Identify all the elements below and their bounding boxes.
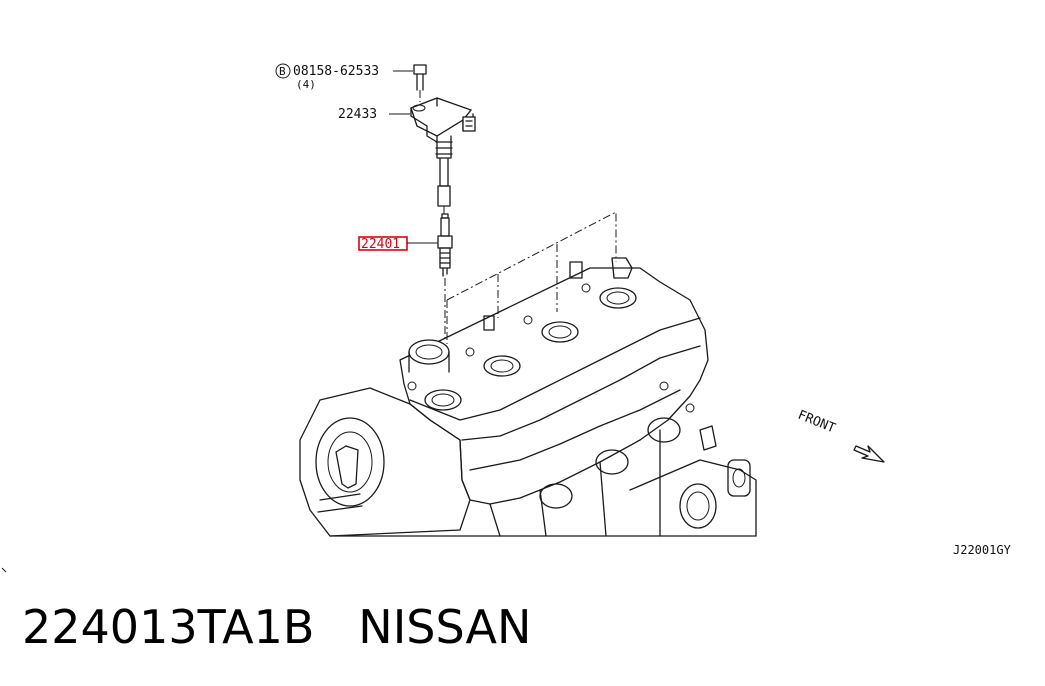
ignition-coil-drawing [410,97,476,214]
diagram-code: J22001GY [953,543,1011,557]
corner-mark [1,567,7,573]
front-arrow-icon [853,445,885,463]
bolt-quantity: (4) [296,78,316,91]
brand-name: NISSAN [358,600,532,654]
part-number: 224013TA1B [22,600,315,654]
coil-part-number: 22433 [338,107,377,122]
exploded-parts-diagram: B 08158-62533 (4) 22433 22401 [1,63,885,573]
bolt-callout: B 08158-62533 (4) [275,63,413,91]
bolt-drawing [413,64,427,102]
front-direction-indicator: FRONT [796,408,885,463]
spark-plug-part-number[interactable]: 22401 [361,237,400,252]
coil-callout: 22433 [338,107,410,122]
spark-plug-drawing [437,213,453,338]
bolt-prefix-circle [275,63,291,79]
engine-head-drawing [299,257,757,537]
bolt-part-number: 08158-62533 [293,64,379,79]
spark-plug-callout: 22401 [358,236,438,252]
front-label: FRONT [796,408,838,437]
bolt-prefix: B [279,65,286,78]
alignment-guides [446,211,617,344]
part-caption: 224013TA1B NISSAN [22,596,1022,666]
